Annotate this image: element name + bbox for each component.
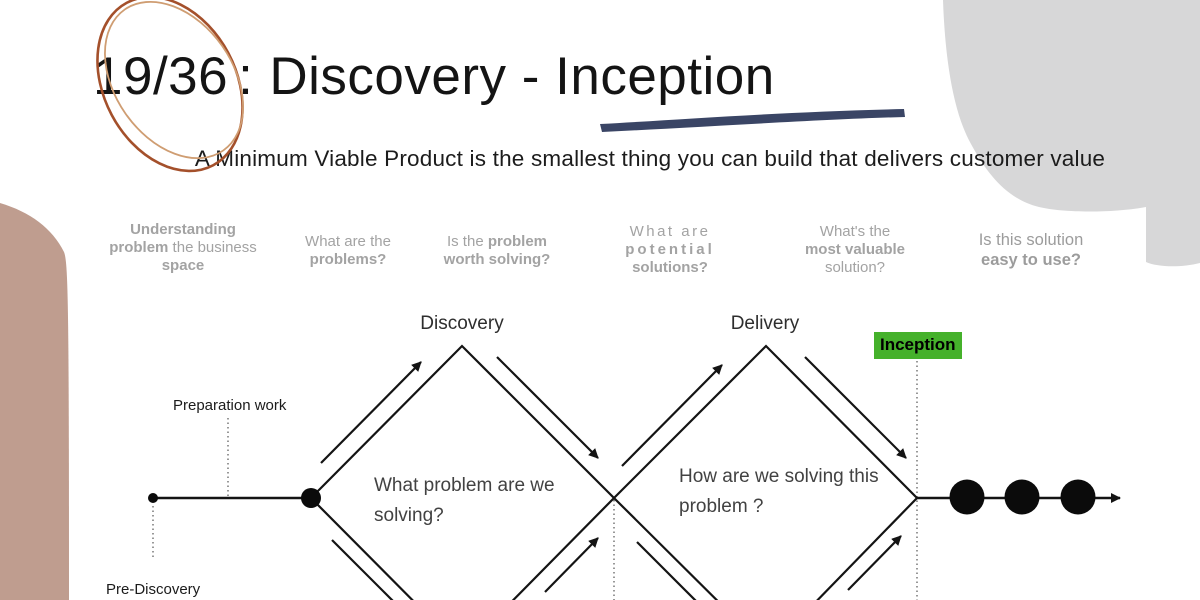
pre-discovery-label: Pre-Discovery [106,581,201,598]
preparation-work-label: Preparation work [173,397,287,414]
question-what-are-problems: What are the problems? [305,233,391,268]
page-title: 19/36:Discovery - Inception [93,46,775,107]
discovery-phase-label: Discovery [420,313,504,334]
discovery-diamond-text: What problem are we solving? [374,475,555,526]
timeline-dots [148,479,1096,515]
delivery-diamond [612,344,919,600]
question-potential-solutions: What are potential solutions? [625,223,715,276]
circle-doodle [96,0,244,173]
dotted-guides [152,361,918,600]
delivery-phase-label: Delivery [730,313,800,334]
flow-arrows [320,356,907,600]
inception-badge: Inception [874,332,962,359]
question-most-valuable: What's the most valuable solution? [804,223,906,276]
subtitle: A Minimum Viable Product is the smallest… [194,146,1106,171]
question-easy-to-use: Is this solution easy to use? [978,231,1084,269]
delivery-diamond-text: How are we solving this problem ? [679,466,879,517]
gray-blob-shape [943,0,1200,267]
question-understanding-problem: Understanding problem the business space [109,221,257,274]
question-worth-solving: Is the problem worth solving? [443,233,551,268]
title-text: Discovery - Inception [269,47,775,106]
rose-corner-shape [0,203,69,600]
title-underline [600,109,905,132]
